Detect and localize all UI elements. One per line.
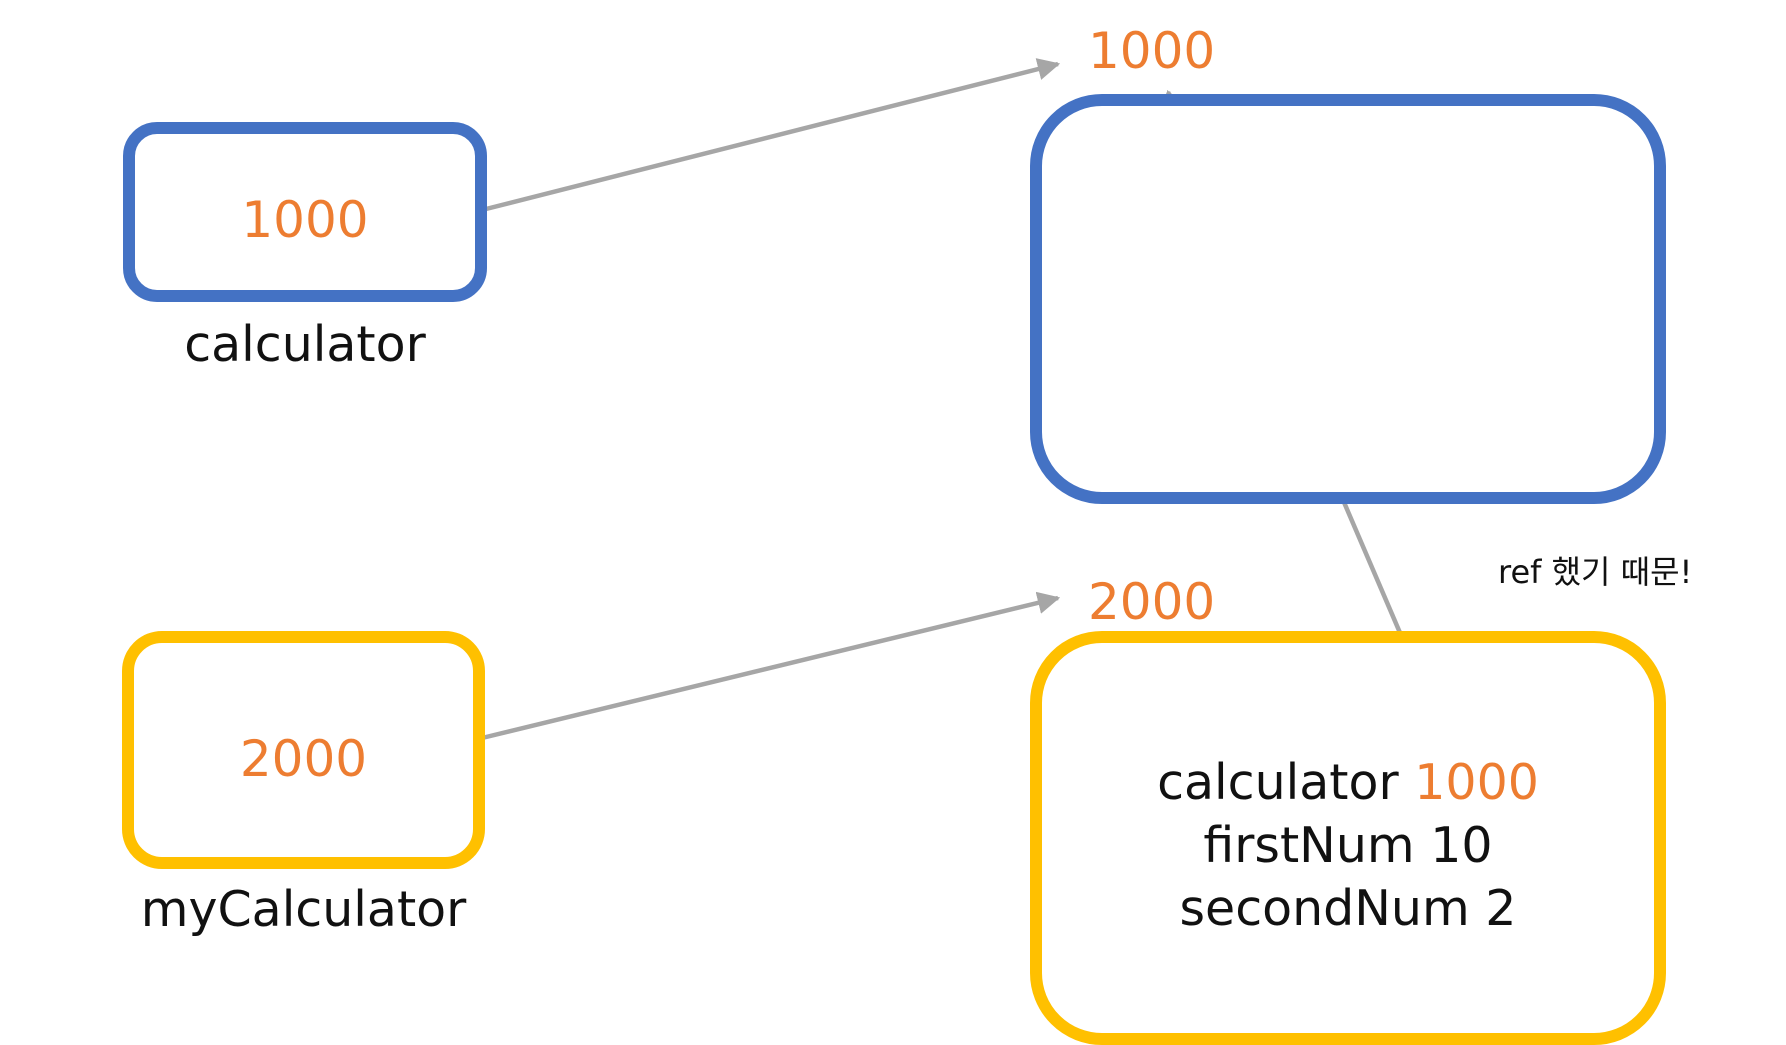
calculator-variable-value: 1000 xyxy=(241,191,369,249)
field-value: 10 xyxy=(1430,817,1493,874)
field-value: 2 xyxy=(1485,880,1517,937)
heap-object-2000-box: calculator 1000 firstNum 10 secondNum 2 xyxy=(1030,631,1666,1045)
heap-object-2000-fields: calculator 1000 firstNum 10 secondNum 2 xyxy=(1042,751,1654,940)
field-name: calculator xyxy=(1157,754,1399,811)
heap-object-2000-address: 2000 xyxy=(1088,573,1216,631)
field-value: 1000 xyxy=(1414,754,1539,811)
ref-annotation: ref 했기 때문! xyxy=(1498,553,1693,591)
heap-object-1000-box xyxy=(1030,94,1666,504)
calculator-variable-box: 1000 xyxy=(123,122,487,302)
mycalculator-variable-box: 2000 xyxy=(122,631,485,869)
field-name: firstNum xyxy=(1203,817,1415,874)
field-row-firstnum: firstNum 10 xyxy=(1042,814,1654,877)
field-row-calculator: calculator 1000 xyxy=(1042,751,1654,814)
mycalculator-variable-value: 2000 xyxy=(239,730,368,788)
field-row-secondnum: secondNum 2 xyxy=(1042,877,1654,940)
calculator-variable-name: calculator xyxy=(184,316,426,373)
mycalculator-variable-name: myCalculator xyxy=(140,881,467,938)
heap-object-1000-address: 1000 xyxy=(1088,22,1216,80)
mycalculator-reference-arrow xyxy=(481,591,1061,741)
calculator-reference-arrow xyxy=(481,58,1061,213)
field-name: secondNum xyxy=(1179,880,1470,937)
